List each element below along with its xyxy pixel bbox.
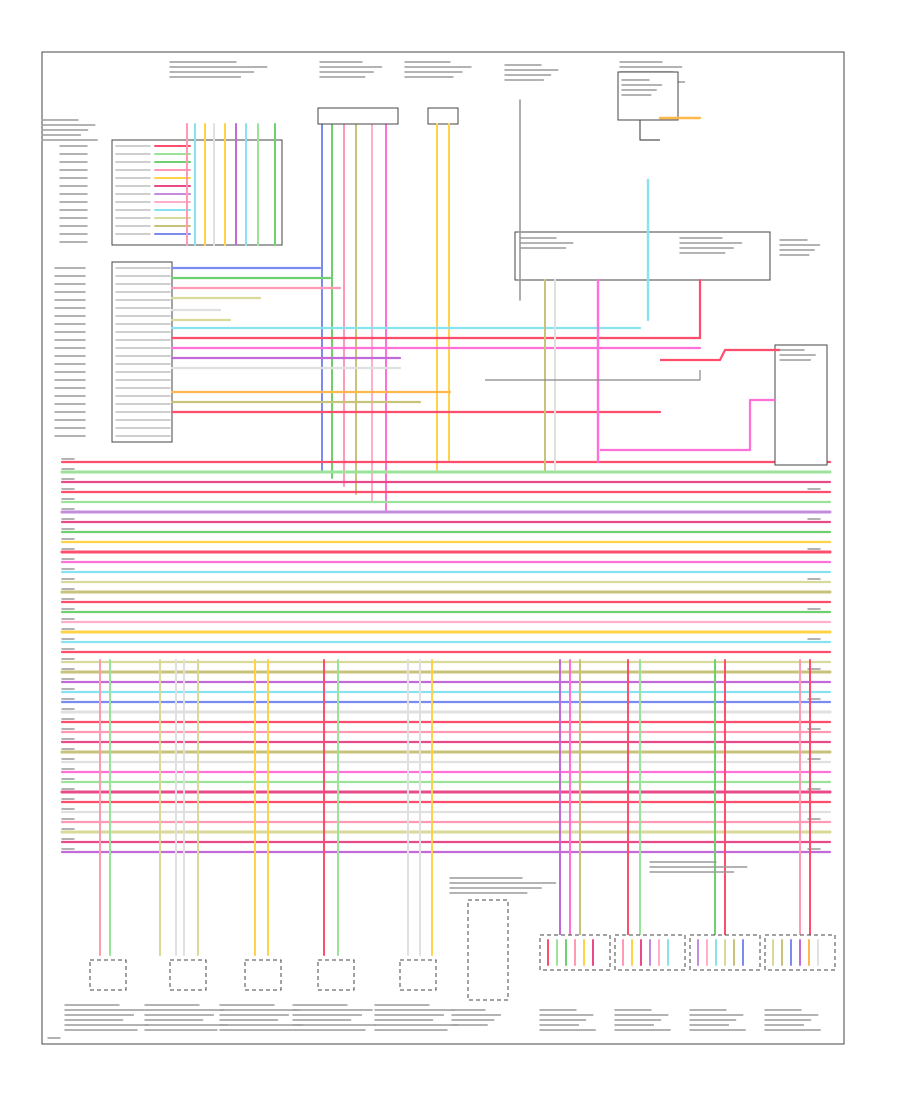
connector-block-top-left [111, 139, 283, 246]
door-lock-switch [467, 899, 509, 1001]
wire-route [600, 398, 775, 452]
relay-module-right [514, 231, 771, 281]
connector-block-mid-left [111, 261, 173, 443]
connector-top-2 [317, 107, 399, 125]
ambient-sensor-module [774, 344, 828, 466]
switch-line [639, 120, 660, 141]
connector-top-3 [427, 107, 459, 125]
component-bottom-3 [244, 959, 282, 991]
component-bottom-1 [89, 959, 127, 991]
wire-route [485, 370, 701, 381]
wire-route [660, 348, 780, 362]
component-bottom-4 [317, 959, 355, 991]
component-bottom-2 [169, 959, 207, 991]
door-switch [617, 71, 679, 121]
component-bottom-5 [399, 959, 437, 991]
